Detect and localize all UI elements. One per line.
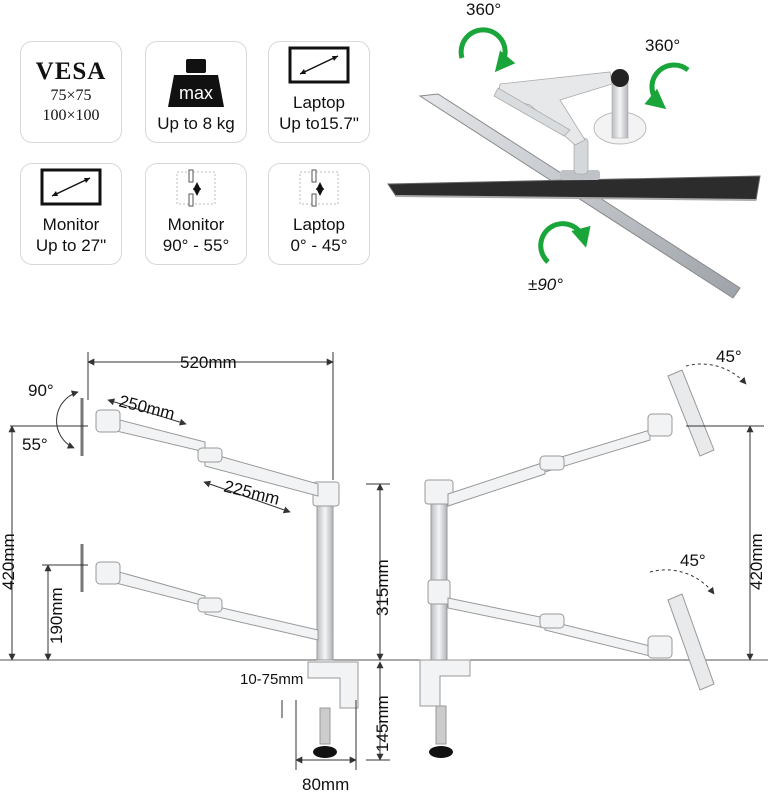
center-dimensions bbox=[366, 483, 390, 761]
left-dimensions bbox=[8, 352, 357, 770]
vesa-size-2: 100×100 bbox=[42, 107, 100, 124]
weight-badge: max bbox=[179, 83, 213, 103]
height-label: 420mm bbox=[0, 533, 18, 590]
vesa-size-1: 75×75 bbox=[50, 87, 92, 104]
pole-height-label: 315mm bbox=[373, 559, 392, 616]
vesa-card: VESA 75×75 100×100 bbox=[20, 41, 122, 143]
lower-height-label: 190mm bbox=[47, 587, 66, 644]
product-3d bbox=[387, 69, 761, 299]
monitor-size-value: Up to 27" bbox=[35, 236, 107, 255]
monitor-tilt-value: 90° - 55° bbox=[162, 236, 230, 255]
laptop-size-value: Up to15.7" bbox=[279, 114, 359, 133]
monitor-diagonal-icon bbox=[40, 168, 102, 206]
laptop-tilt-label: Laptop bbox=[293, 215, 345, 234]
laptop-size-label: Laptop bbox=[293, 93, 345, 112]
weight-icon: max bbox=[168, 59, 224, 107]
laptop-tilt-icon bbox=[299, 169, 339, 207]
monitor-tilt-icon bbox=[176, 169, 216, 207]
rotation-label-top: 360° bbox=[466, 0, 501, 19]
laptop-diagonal-icon bbox=[288, 46, 350, 84]
rotate-arrow-bottom-icon bbox=[538, 221, 591, 264]
tilt-up-label: 90° bbox=[28, 381, 54, 400]
base-width-label: 80mm bbox=[302, 775, 349, 794]
laptop-tilt-value: 0° - 45° bbox=[290, 236, 348, 255]
right-height-label: 420mm bbox=[747, 533, 766, 590]
right-tilt-top-label: 45° bbox=[716, 347, 742, 366]
rotation-label-bottom: ±90° bbox=[528, 275, 563, 294]
width-label: 520mm bbox=[180, 353, 237, 372]
laptop-size-card: Laptop Up to15.7" bbox=[268, 41, 370, 143]
laptop-tilt-card: Laptop 0° - 45° bbox=[268, 163, 370, 265]
monitor-size-label: Monitor bbox=[42, 215, 100, 234]
clamp-height-label: 145mm bbox=[373, 695, 392, 752]
monitor-size-card: Monitor Up to 27" bbox=[20, 163, 122, 265]
monitor-tilt-card: Monitor 90° - 55° bbox=[145, 163, 247, 265]
right-dimensions bbox=[649, 363, 764, 661]
right-tilt-bottom-label: 45° bbox=[680, 551, 706, 570]
monitor-tilt-label: Monitor bbox=[167, 215, 225, 234]
tilt-down-label: 55° bbox=[22, 435, 48, 454]
rotation-label-right: 360° bbox=[645, 36, 680, 55]
weight-text: Up to 8 kg bbox=[157, 114, 235, 133]
left-view bbox=[80, 398, 359, 758]
vesa-title: VESA bbox=[35, 58, 107, 85]
clamp-range-label: 10-75mm bbox=[240, 671, 303, 688]
rotate-arrow-right-icon bbox=[644, 62, 690, 110]
upper-arm-label: 250mm bbox=[117, 392, 177, 424]
right-view bbox=[419, 369, 715, 758]
rotate-arrow-top-icon bbox=[458, 27, 516, 73]
weight-card: max Up to 8 kg bbox=[145, 41, 247, 143]
